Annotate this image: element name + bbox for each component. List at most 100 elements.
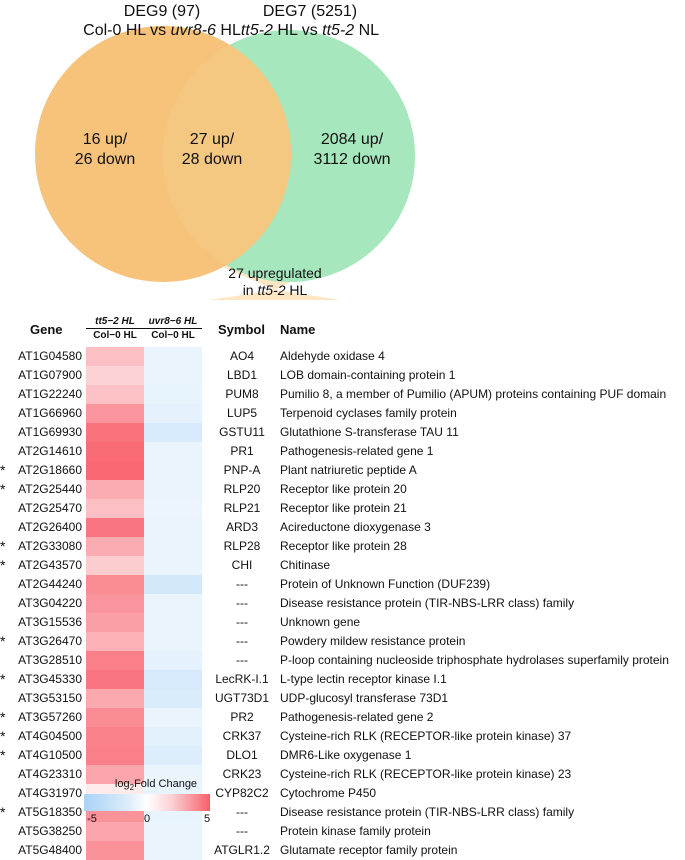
heatmap-cell-uvr8 [144, 689, 202, 708]
heatmap-cell-uvr8 [144, 575, 202, 594]
heatmap-cell-uvr8 [144, 537, 202, 556]
gene-id: AT1G07900 [18, 368, 82, 382]
heatmap-cell-uvr8 [144, 632, 202, 651]
gene-name: Receptor like protein 21 [280, 501, 407, 515]
gene-id: AT2G25440 [18, 482, 82, 496]
heatmap-cell-uvr8 [144, 708, 202, 727]
gene-name: Cysteine-rich RLK (RECEPTOR-like protein… [280, 729, 572, 743]
heatmap-cell-uvr8 [144, 385, 202, 404]
table-row: AT2G14610 PR1 Pathogenesis-related gene 1 [0, 442, 685, 461]
heatmap-cell-uvr8 [144, 670, 202, 689]
gene-symbol: --- [236, 805, 248, 819]
heatmap-cell-tt5 [86, 689, 144, 708]
heatmap-cell-tt5 [86, 841, 144, 860]
gene-symbol: CYP82C2 [215, 786, 269, 800]
heatmap-cell-tt5 [86, 765, 144, 784]
heatmap-cell-tt5 [86, 594, 144, 613]
gene-id: AT3G26470 [18, 634, 82, 648]
gene-id: AT3G04220 [18, 596, 82, 610]
heatmap-cell-uvr8 [144, 765, 202, 784]
heatmap-cell-tt5 [86, 461, 144, 480]
table-row: AT3G15536 --- Unknown gene [0, 613, 685, 632]
heatmap-cell-uvr8 [144, 480, 202, 499]
heatmap-cell-uvr8 [144, 594, 202, 613]
gene-id: AT4G10500 [18, 748, 82, 762]
gene-name: Plant natriuretic peptide A [280, 463, 417, 477]
heatmap-cell-tt5 [86, 727, 144, 746]
gene-name: Cysteine-rich RLK (RECEPTOR-like protein… [280, 767, 572, 781]
heatmap-cell-tt5 [86, 822, 144, 841]
gene-name: Unknown gene [280, 615, 361, 629]
venn-overlap-count: 27 up/28 down [181, 131, 243, 168]
gene-id: AT2G14610 [18, 444, 82, 458]
heatmap-cell-tt5 [86, 480, 144, 499]
gene-symbol: CHI [231, 558, 253, 572]
gene-name: Receptor like protein 20 [280, 482, 407, 496]
gene-id: AT2G44240 [18, 577, 82, 591]
legend-tick-max: 5 [203, 813, 211, 825]
heatmap-cell-tt5 [86, 366, 144, 385]
gene-name: Glutamate receptor family protein [280, 843, 458, 857]
heatmap-cell-tt5 [86, 556, 144, 575]
gene-symbol: LUP5 [226, 406, 258, 420]
heatmap-cell-tt5 [86, 347, 144, 366]
gene-symbol: DLO1 [226, 748, 258, 762]
row-star: * [0, 804, 6, 820]
venn-right-title-line2: tt5-2 HL vs tt5-2 NL [240, 22, 380, 39]
gene-name: LOB domain-containing protein 1 [280, 368, 456, 382]
heatmap-cell-uvr8 [144, 461, 202, 480]
gene-id: AT2G33080 [18, 539, 82, 553]
gene-symbol: PR1 [230, 444, 254, 458]
gene-id: AT2G43570 [18, 558, 82, 572]
gene-name: Disease resistance protein (TIR-NBS-LRR … [280, 596, 575, 610]
row-star: * [0, 481, 6, 497]
gene-id: AT1G22240 [18, 387, 82, 401]
gene-symbol: CRK37 [222, 729, 262, 743]
heatmap-cell-uvr8 [144, 423, 202, 442]
heatmap-cell-tt5 [86, 708, 144, 727]
gene-id: AT3G15536 [18, 615, 82, 629]
gene-id: AT3G53150 [18, 691, 82, 705]
gene-name: Pathogenesis-related gene 1 [280, 444, 434, 458]
gene-name: Protein of Unknown Function (DUF239) [280, 577, 491, 591]
heatmap-cell-uvr8 [144, 499, 202, 518]
heatmap-cell-uvr8 [144, 347, 202, 366]
gene-symbol: ARD3 [225, 520, 258, 534]
gene-name: Terpenoid cyclases family protein [280, 406, 457, 420]
row-star: * [0, 728, 6, 744]
gene-symbol: RLP28 [223, 539, 261, 553]
table-row: *AT3G26470---Powdery mildew resistance p… [0, 632, 685, 651]
heatmap-cell-uvr8 [144, 613, 202, 632]
gene-symbol: --- [236, 615, 248, 629]
gene-name: Protein kinase family protein [280, 824, 431, 838]
gene-symbol: GSTU11 [219, 425, 265, 439]
gene-id: AT1G66960 [18, 406, 82, 420]
heatmap-cell-uvr8 [144, 746, 202, 765]
gene-name: Pathogenesis-related gene 2 [280, 710, 434, 724]
gene-name: DMR6-Like oxygenase 1 [280, 748, 412, 762]
venn-left-title-line2: Col-0 HL vs uvr8-6 HL [83, 22, 241, 39]
heatmap-cell-tt5 [86, 575, 144, 594]
gene-id: AT5G38250 [18, 824, 82, 838]
table-row: AT5G38250---Protein kinase family protei… [0, 822, 685, 841]
heatmap-cell-tt5 [86, 613, 144, 632]
gene-name: Aldehyde oxidase 4 [280, 349, 385, 363]
gene-symbol: AO4 [229, 349, 254, 363]
venn-overlap [163, 30, 291, 282]
table-row: AT2G44240---Protein of Unknown Function … [0, 575, 685, 594]
gene-id: AT3G57260 [18, 710, 82, 724]
gene-name: Powdery mildew resistance protein [280, 634, 466, 648]
gene-name: Chitinase [280, 558, 331, 572]
gene-id: AT3G28510 [18, 653, 82, 667]
gene-name: Disease resistance protein (TIR-NBS-LRR … [280, 805, 575, 819]
gene-id: AT2G18660 [18, 463, 82, 477]
